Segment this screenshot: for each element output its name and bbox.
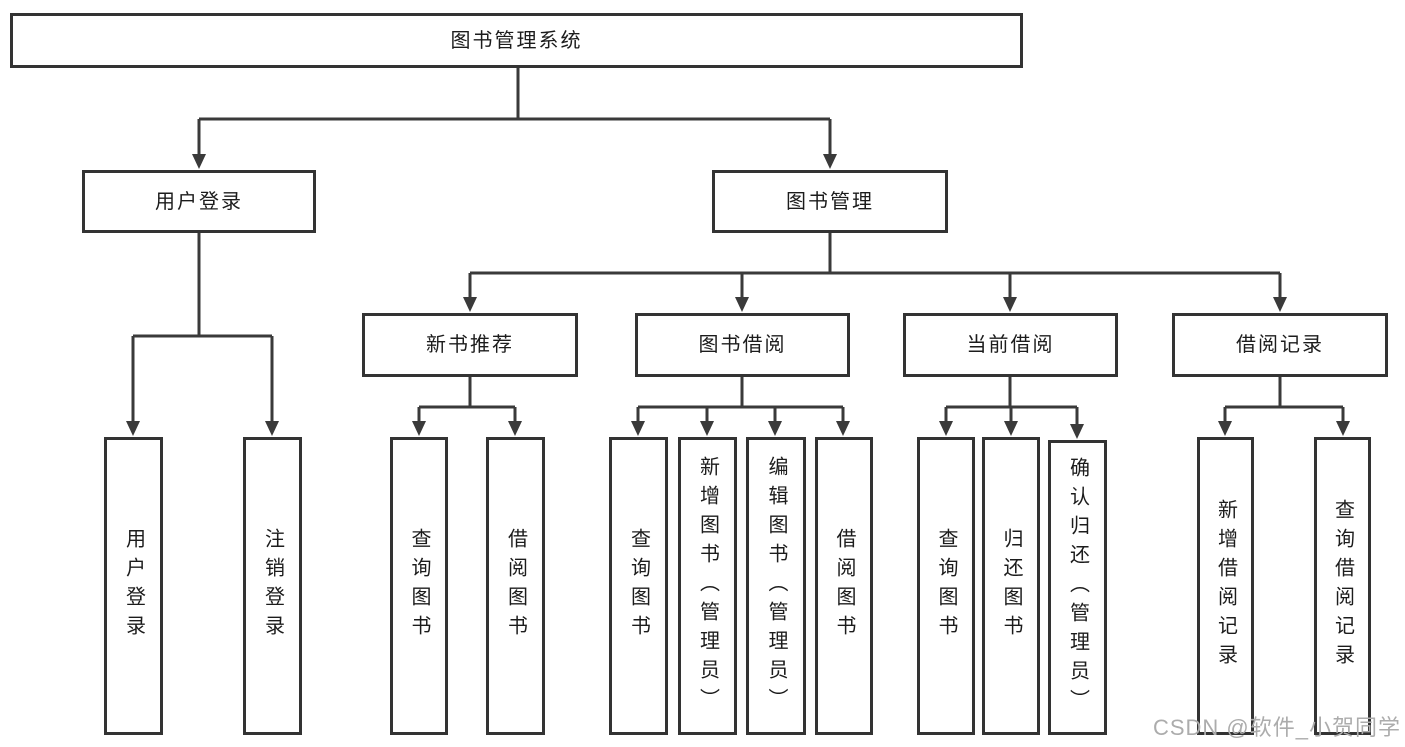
connector-book-borrow-leaves <box>636 377 845 424</box>
arrowhead-icon <box>823 154 837 169</box>
arrowhead-icon <box>1218 421 1232 436</box>
watermark: CSDN @软件_小贺同学 <box>1152 715 1401 740</box>
arrowhead-icon <box>265 421 279 436</box>
node-book-borrow: 图书借阅 <box>635 313 850 377</box>
connector-new-book-recommend-leaves <box>417 377 517 424</box>
node-leaf-return-books: 归还图书 <box>982 437 1040 735</box>
connector-book-management-to-level3 <box>468 233 1282 300</box>
arrowhead-icon <box>463 297 477 312</box>
arrowhead-icon <box>1070 424 1084 439</box>
node-leaf-user-login: 用户登录 <box>104 437 163 735</box>
node-leaf-borrow-books-2: 借阅图书 <box>815 437 873 735</box>
connector-user-login-to-leaves <box>131 233 274 424</box>
arrowhead-icon <box>508 421 522 436</box>
node-current-borrow: 当前借阅 <box>903 313 1118 377</box>
connector-current-borrow-leaves <box>944 377 1079 427</box>
arrowhead-icon <box>768 421 782 436</box>
arrowhead-icon <box>1003 297 1017 312</box>
arrowhead-icon <box>836 421 850 436</box>
arrowhead-icon <box>412 421 426 436</box>
arrowhead-icon <box>1004 421 1018 436</box>
arrowhead-icon <box>700 421 714 436</box>
arrowhead-icon <box>1336 421 1350 436</box>
connector-borrow-records-leaves <box>1223 377 1345 424</box>
node-leaf-borrow-books-1: 借阅图书 <box>486 437 545 735</box>
arrowhead-icon <box>939 421 953 436</box>
node-borrow-records: 借阅记录 <box>1172 313 1388 377</box>
node-book-management: 图书管理 <box>712 170 948 233</box>
arrowhead-icon <box>735 297 749 312</box>
connector-root-to-level2 <box>197 68 832 157</box>
node-root-library-system: 图书管理系统 <box>10 13 1023 68</box>
node-leaf-query-borrow-record: 查询借阅记录 <box>1314 437 1371 735</box>
node-leaf-query-books-2: 查询图书 <box>609 437 668 735</box>
node-leaf-query-books-3: 查询图书 <box>917 437 975 735</box>
node-leaf-edit-books-admin: 编辑图书（管理员） <box>746 437 806 735</box>
node-leaf-query-books-1: 查询图书 <box>390 437 448 735</box>
node-new-book-recommend: 新书推荐 <box>362 313 578 377</box>
node-leaf-confirm-return-admin: 确认归还（管理员） <box>1048 440 1107 735</box>
node-user-login: 用户登录 <box>82 170 316 233</box>
arrowhead-icon <box>126 421 140 436</box>
node-leaf-logout: 注销登录 <box>243 437 302 735</box>
arrowhead-icon <box>631 421 645 436</box>
node-leaf-add-borrow-record: 新增借阅记录 <box>1197 437 1254 735</box>
node-leaf-add-books-admin: 新增图书（管理员） <box>678 437 737 735</box>
arrowhead-icon <box>192 154 206 169</box>
arrowhead-icon <box>1273 297 1287 312</box>
